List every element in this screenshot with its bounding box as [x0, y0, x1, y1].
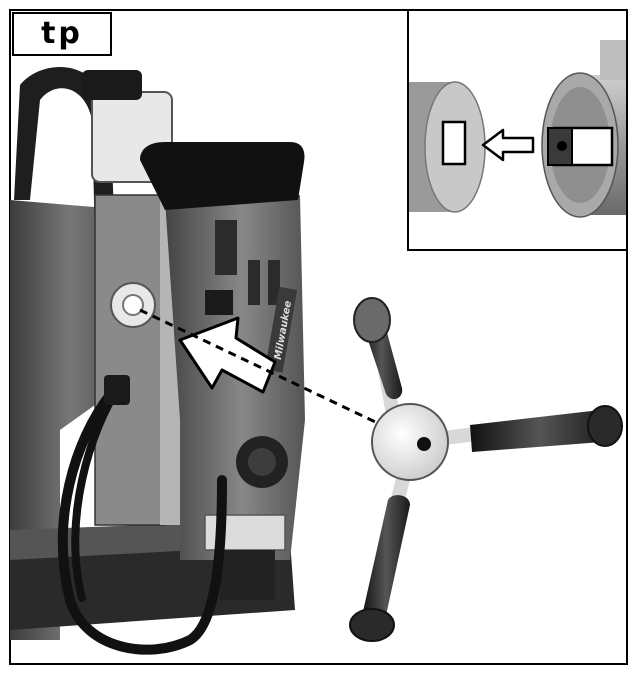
- magnetic-drill-tool: Milwaukee: [10, 67, 305, 655]
- spoke-knob-right: [587, 405, 623, 447]
- drill-column: [94, 194, 166, 526]
- spoke-knob-upper: [353, 297, 391, 343]
- cable-plug: [104, 375, 130, 405]
- step-tag-label: tp: [41, 16, 83, 51]
- inset-detail: [407, 9, 628, 251]
- vent-slot: [248, 260, 260, 305]
- spoke-grip-lower: [362, 495, 410, 627]
- insertion-arrow-icon: [178, 316, 277, 394]
- spindle-nose: [220, 550, 275, 600]
- power-cable: [57, 390, 227, 655]
- carry-handle: [14, 67, 115, 240]
- speed-knob-center: [248, 448, 276, 476]
- spoke-grip-right: [470, 410, 611, 452]
- motor-top-cap: [140, 142, 305, 210]
- coolant-bottle-cap: [82, 70, 142, 100]
- alignment-dashed-line: [139, 308, 389, 430]
- switch-panel: [205, 290, 233, 315]
- capstan-handle: [349, 297, 623, 642]
- spoke-knob-lower: [349, 608, 395, 642]
- hub-bore-icon: [409, 81, 486, 213]
- insertion-arrow-icon: [481, 128, 535, 162]
- capstan-hub: [371, 403, 449, 481]
- hub-set-screw: [417, 437, 431, 451]
- vent-slot: [268, 260, 280, 305]
- step-tag-box: tp: [12, 12, 112, 56]
- arbor-socket-hole: [122, 294, 144, 316]
- bore-key-slot: [441, 120, 467, 166]
- vent-slot: [215, 220, 237, 275]
- spindle-shaft-icon: [541, 40, 626, 218]
